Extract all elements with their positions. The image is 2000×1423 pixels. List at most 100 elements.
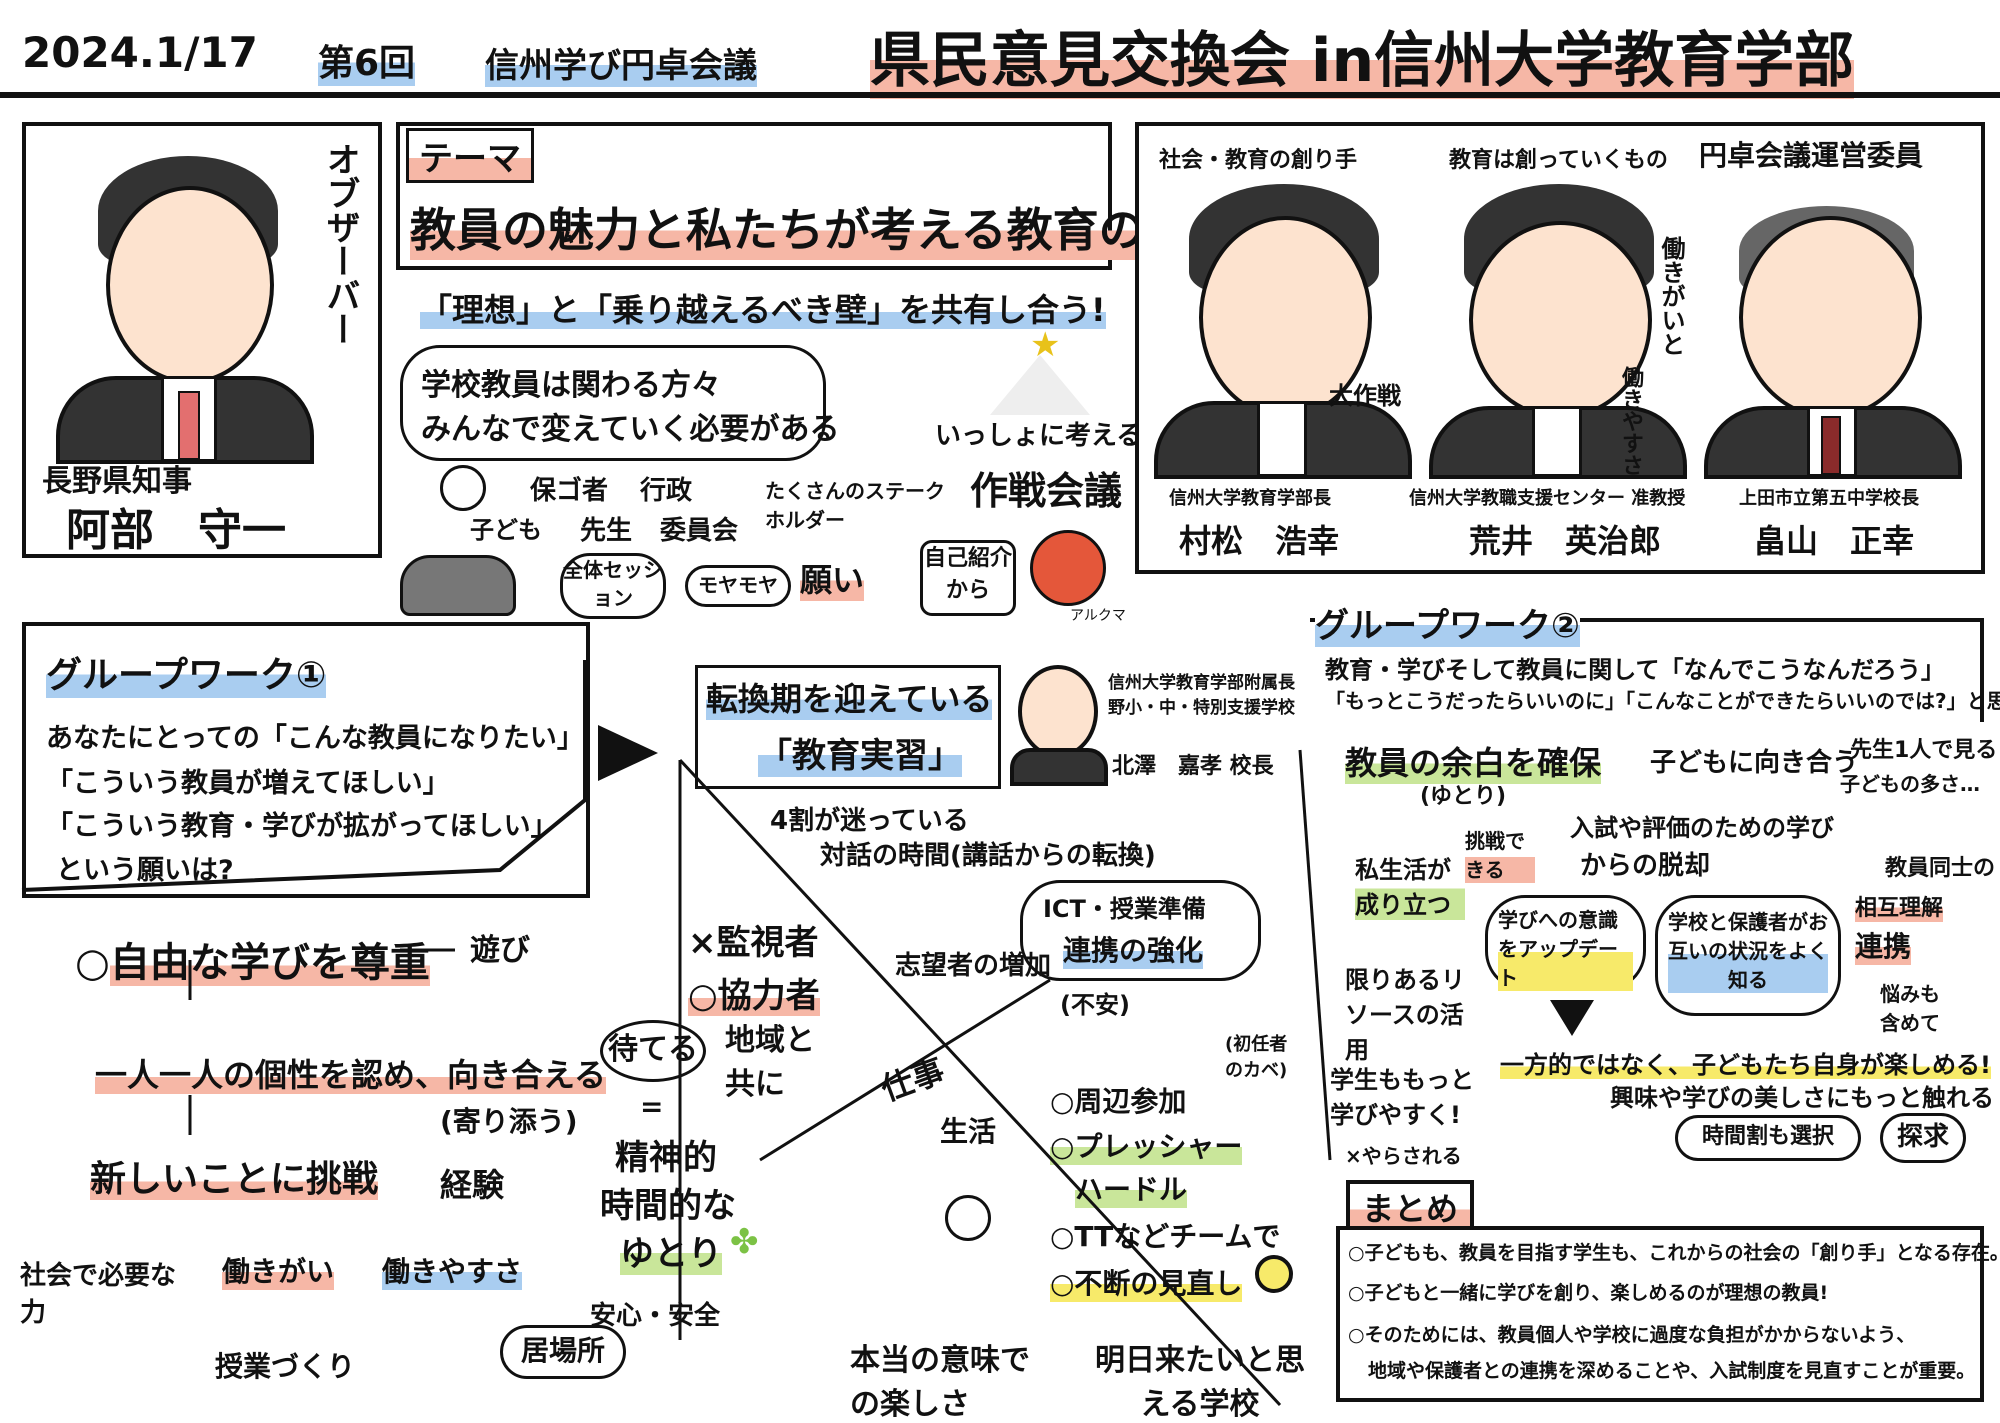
limited-text: 限りあるリソースの活用 [1345,966,1465,1064]
person-icon [945,1195,991,1241]
event-title: 県民意見交換会 in信州大学教育学部 [870,12,1855,99]
strategy-text: 作戦会議 [970,469,1123,513]
cooperator-text: ○協力者 [688,968,820,1017]
summary-item2: ○子どもと一緒に学びを創り、楽しめるのが理想の教員! [1348,1282,1829,1304]
secure-text: 教員の余白を確保 [1345,738,1602,784]
practicum-item3: ハードル [1075,1168,1188,1208]
summary-item3: ○そのためには、教員個人や学校に過度な負担がかからないよう、 [1348,1324,1916,1346]
member2-note2: 働きやすさ [1618,366,1643,476]
wait-badge: 待てる [600,1020,706,1082]
member3-affiliation: 上田市立第五中学校長 [1739,488,1919,509]
free-learning-text: 自由な学びを尊重 [109,940,430,986]
enjoy-inner: 一方的ではなく、子どもたち自身が楽しめる! [1500,1051,1991,1079]
summary-title: まとめ [1346,1180,1475,1234]
first-wall-text: (初任者のカベ) [1225,1034,1288,1081]
observer-title: 長野県知事 [42,464,192,499]
equal-text: = [640,1090,664,1123]
stakeholder-2: 行政 [640,476,693,506]
update-text: 学びへの意識をアップデート [1498,904,1633,991]
elephant-icon [400,555,516,616]
update-cloud: 学びへの意識をアップデート [1485,895,1646,991]
observer-face [106,186,274,384]
flow-intro: 自己紹介から [920,540,1016,616]
summary-card: ○子どもも、教員を目指す学生も、これからの社会の「創り手」となる存在。 ○子ども… [1336,1226,2000,1402]
mutual-text: 相互理解 [1855,890,1944,922]
margin-line3: ゆとり [620,1226,722,1275]
cooperator-inner: ○協力者 [688,976,820,1016]
practicum-title2: 「教育実習」 [758,728,962,777]
member1-face [1199,216,1372,419]
groupwork2-title: グループワーク② [1315,598,1580,647]
free-learning: ○自由な学びを尊重 [75,940,430,986]
observer-tie [178,391,200,460]
member2-note1: 働きがいと [1657,236,1685,356]
mascot-name: アルクマ [1070,608,1126,624]
forced-text: ×やらされる [1345,1144,1462,1168]
flow-moyamoya: モヤモヤ [685,565,791,607]
arrow-down-icon [1550,1000,1594,1036]
member1-name: 村松 浩幸 [1179,522,1340,560]
worry-text: 悩みも含めて [1880,982,1940,1035]
member2-shirt [1532,406,1582,477]
flow-wish: 願い [800,555,865,601]
people-icon [440,465,486,511]
life-text: 生活 [940,1115,997,1148]
speaker-suit [1010,748,1108,786]
school-guardian-text: 学校と保護者がお互いの状況をよく知る [1668,906,1828,993]
member1-shirt [1257,401,1307,477]
header-rule [0,92,2000,98]
yutori-text: (ゆとり) [1420,784,1507,809]
summary-item1: ○子どもも、教員を目指す学生も、これからの社会の「創り手」となる存在。 [1348,1242,2000,1264]
speaker-name: 北澤 嘉孝 校長 [1112,754,1274,779]
many-text: 子どもの多さ… [1840,772,1980,796]
stakeholder-note: たくさんのステークホルダー [765,479,945,532]
ease-text: 働きやすさ [382,1250,523,1290]
practicum-item2: ○プレッシャー [1050,1125,1243,1165]
theme-share-text: 「理想」と「乗り越えるべき壁」を共有し合う! [420,291,1106,329]
challenge: 新しいことに挑戦 [90,1150,379,1202]
students-text: 学生ももっと学びやすく! [1330,1066,1474,1129]
flow-session: 全体セッション [560,553,666,619]
challenge-text: 新しいことに挑戦 [90,1159,379,1200]
star-icon: ★ [1030,325,1061,365]
theme-card: テーマ 教員の魅力と私たちが考える教育の未来 [396,122,1237,270]
groupwork1-q1: あなたにとっての「こんな教員になりたい」 [46,716,584,755]
school-guardian-cloud: 学校と保護者がお互いの状況をよく知る [1655,895,1841,1016]
fun-text: 本当の意味での楽しさ [850,1343,1030,1422]
supervisor-text: ×監視者 [688,923,819,963]
mountain-icon [990,355,1090,415]
cooperation-text: 連携 [1855,925,1912,965]
experience-text: 経験 [440,1166,505,1204]
bubble-line1: 学校教員は関わる方々 [421,368,721,403]
theme-share: 「理想」と「乗り越えるべき壁」を共有し合う! [420,285,1106,331]
groupwork1-q1-text: あなたにとっての「こんな教員になりたい」 [46,723,584,754]
ict-cloud: ICT・授業準備 連携の強化 [1020,880,1261,981]
groupwork1-card: グループワーク① あなたにとっての「こんな教員になりたい」 「こういう教員が増え… [22,622,590,898]
committee-label: 円卓会議運営委員 [1699,139,1924,172]
observer-name: 阿部 守一 [66,505,286,556]
escape-text: からの脱却 [1580,851,1711,881]
member1-affiliation: 信州大学教育学部長 [1169,488,1331,509]
bubble-line2: みんなで変えていく必要がある [421,412,840,447]
place-badge: 居場所 [500,1325,626,1379]
practicum-item4: ○TTなどチームで [1050,1220,1281,1253]
safe-text: 安心・安全 [590,1301,721,1331]
member1-caption: 社会・教育の創り手 [1159,148,1358,173]
member2-affiliation: 信州大学教職支援センター 准教授 [1409,488,1686,509]
increase-text: 志望者の増加 [895,951,1052,981]
member2-face [1469,221,1652,419]
member3-face [1739,216,1922,419]
mascot-icon [1030,530,1106,606]
member1-note: 大作戦 [1329,382,1401,410]
enjoy-text: 一方的ではなく、子どもたち自身が楽しめる! [1500,1045,1991,1080]
groupwork1-q2: 「こういう教員が増えてほしい」 [46,768,450,799]
theme-bubble: 学校教員は関わる方々 みんなで変えていく必要がある [400,345,840,461]
dialogue-text: 対話の時間(講話からの転換) [820,841,1156,871]
timetable-badge: 時間割も選択 [1675,1115,1861,1161]
worth-text: 働きがい [222,1250,335,1290]
individuality: 一人一人の個性を認め、向き合える [95,1050,607,1096]
groupwork2-line1: 教育・学びそして教員に関して「なんでこうなんだろう」 [1325,656,1945,684]
practicum-card: 転換期を迎えている 「教育実習」 [695,665,1001,789]
exam-text: 入試や評価のための学び [1570,814,1834,842]
